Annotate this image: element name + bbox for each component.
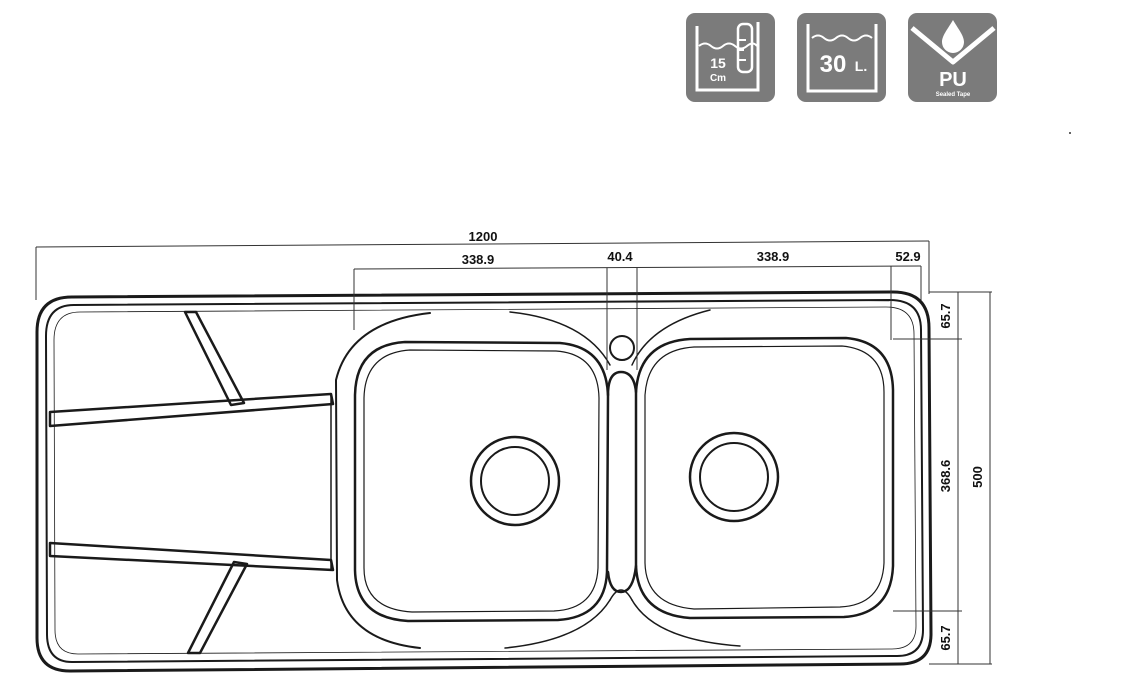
sealing-caption: Sealed Tape <box>936 92 971 98</box>
stray-dot <box>1069 132 1071 134</box>
depth-badge: 15 Cm <box>686 13 775 102</box>
dim-divider-width: 40.4 <box>607 249 633 264</box>
depth-value: 15 <box>710 55 726 71</box>
dim-right-edge: 52.9 <box>895 249 920 264</box>
pu-sealed-tape-icon <box>910 20 996 65</box>
dim-right-bowl-width: 338.9 <box>757 249 790 264</box>
dim-left-bowl-width: 338.9 <box>462 252 495 267</box>
capacity-badge: 30 L. <box>797 13 886 102</box>
sink-rim-flat <box>53 306 917 655</box>
dim-bowl-depth: 368.6 <box>938 460 953 493</box>
drainboard <box>48 310 335 655</box>
sealing-badge: PU Sealed Tape <box>908 13 997 102</box>
capacity-icon <box>806 24 878 93</box>
depth-unit: Cm <box>710 73 726 84</box>
bowl-surround <box>335 312 431 649</box>
left-bowl <box>353 340 610 623</box>
capacity-value: 30 <box>820 51 847 78</box>
left-drain <box>469 435 561 527</box>
sink-inner-rim <box>45 299 924 663</box>
water-depth-icon <box>695 22 760 92</box>
capacity-unit: L. <box>855 58 867 74</box>
dim-top-margin: 65.7 <box>938 303 953 328</box>
dim-bottom-margin: 65.7 <box>938 625 953 650</box>
tap-hole <box>609 335 635 361</box>
dim-overall-depth: 500 <box>970 466 985 488</box>
sealing-label: PU <box>939 69 967 91</box>
dim-overall-width: 1200 <box>469 229 498 244</box>
dimension-labels: 1200 338.9 40.4 338.9 52.9 65.7 368.6 50… <box>462 229 985 651</box>
right-drain <box>688 431 780 523</box>
right-bowl <box>634 336 895 620</box>
bowl-divider <box>606 370 638 397</box>
dimension-lines <box>35 240 992 665</box>
sink-body <box>35 290 933 673</box>
sink-outer-rim <box>35 290 933 673</box>
